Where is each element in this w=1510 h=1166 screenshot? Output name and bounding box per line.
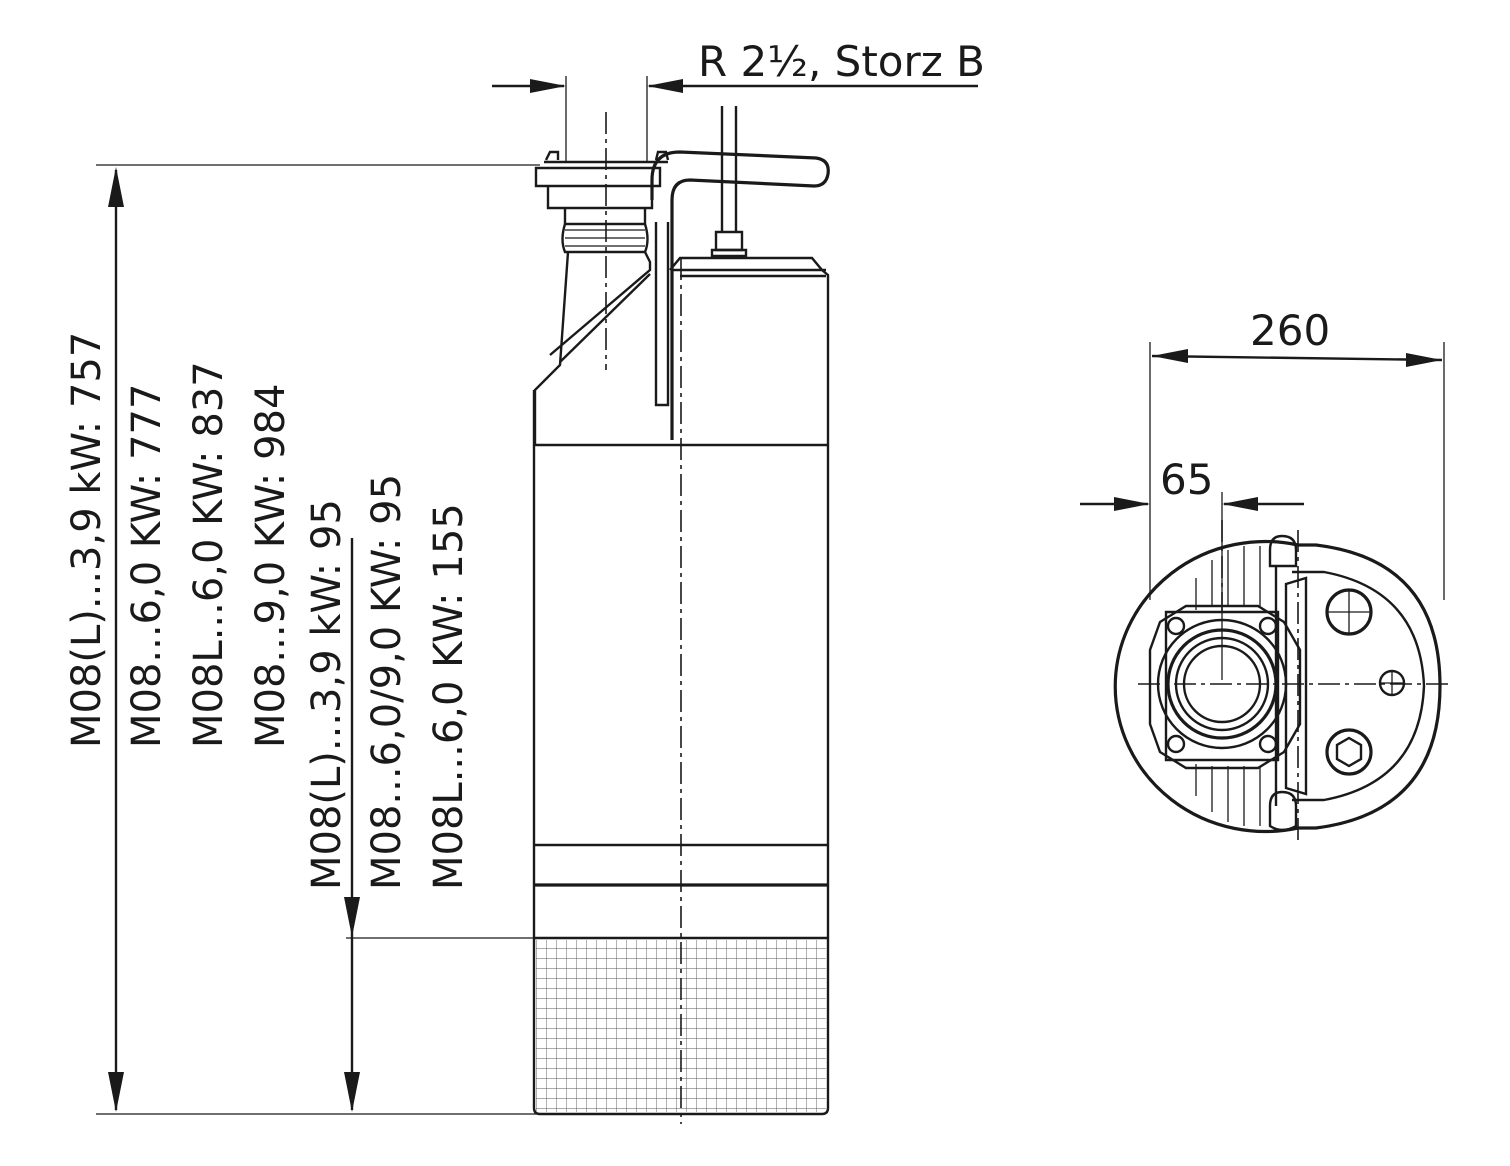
offset-dimension: 65 xyxy=(1080,455,1304,680)
inlet-label-2: M08...6,0/9,0 KW: 95 xyxy=(364,474,410,890)
height-label-1: M08(L)...3,9 kW: 757 xyxy=(64,332,110,748)
pump-top-outline xyxy=(1113,520,1452,840)
height-label-2: M08...6,0 KW: 777 xyxy=(124,384,170,748)
width-dimension: 260 xyxy=(1149,306,1445,600)
inlet-label-3: M08L...6,0 KW: 155 xyxy=(426,503,472,890)
offset-label: 65 xyxy=(1160,455,1213,504)
height-label-3: M08L...6,0 KW: 837 xyxy=(186,361,232,748)
width-label: 260 xyxy=(1250,306,1330,355)
pump-body xyxy=(532,106,830,1124)
height-label-4: M08...9,0 KW: 984 xyxy=(248,384,294,748)
connection-dimension: R 2½, Storz B xyxy=(492,37,985,162)
height-dimension xyxy=(96,164,540,1115)
connection-label: R 2½, Storz B xyxy=(698,37,985,86)
side-view: M08(L)...3,9 kW: 757 M08...6,0 KW: 777 M… xyxy=(64,37,985,1124)
top-view: 260 65 xyxy=(1080,306,1452,840)
inlet-label-1: M08(L)...3,9 kW: 95 xyxy=(304,499,350,890)
inlet-dimension xyxy=(344,538,536,1112)
